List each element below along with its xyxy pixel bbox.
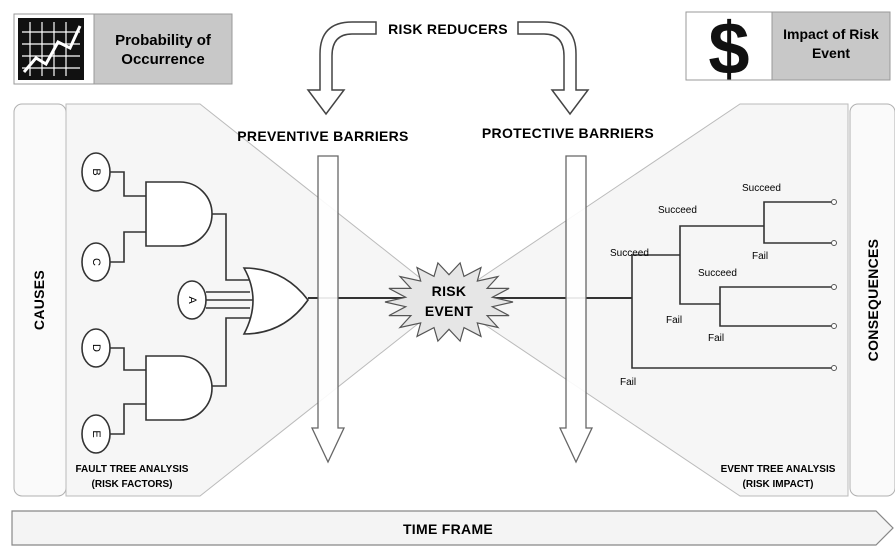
fault-input-label: E: [90, 430, 102, 437]
preventive-barriers-label: PREVENTIVE BARRIERS: [237, 128, 408, 144]
event-tree-caption-line1: EVENT TREE ANALYSIS: [721, 464, 836, 475]
fault-input-c: C: [81, 242, 111, 282]
fault-input-label: B: [90, 168, 102, 175]
risk-event-burst: RISK EVENT: [384, 261, 514, 343]
fault-input-a: A: [177, 280, 207, 320]
consequences-label: CONSEQUENCES: [865, 239, 881, 362]
fault-tree-inputs: B C A D E: [81, 152, 207, 454]
causes-panel: CAUSES: [13, 103, 67, 497]
or-gate: [242, 267, 309, 335]
fail-label: Fail: [620, 377, 636, 388]
event-tree-labels: Succeed Fail Succeed Fail Succeed Fail S…: [610, 183, 781, 388]
impact-label-line2: Event: [812, 45, 850, 61]
fault-tree-caption-line1: FAULT TREE ANALYSIS: [76, 464, 189, 475]
event-tree-caption-line2: (RISK IMPACT): [743, 479, 814, 490]
fault-input-b: B: [81, 152, 111, 192]
fault-input-d: D: [81, 328, 111, 368]
probability-header: Probability of Occurrence: [13, 13, 233, 85]
succeed-label: Succeed: [742, 183, 781, 194]
chart-grid-icon: [18, 18, 84, 80]
causes-label: CAUSES: [31, 270, 47, 330]
succeed-label: Succeed: [610, 248, 649, 259]
event-tree-endpoints: [831, 199, 837, 371]
impact-header: $ Impact of Risk Event: [685, 7, 891, 90]
fail-label: Fail: [752, 251, 768, 262]
preventive-barrier-arrow: [310, 155, 346, 464]
risk-reducers-arrows: [306, 21, 590, 116]
succeed-label: Succeed: [698, 268, 737, 279]
protective-barriers-label: PROTECTIVE BARRIERS: [482, 125, 654, 141]
fault-input-label: D: [90, 344, 102, 352]
impact-label-line1: Impact of Risk: [783, 26, 879, 42]
fault-tree-caption-line2: (RISK FACTORS): [92, 479, 173, 490]
dollar-icon: $: [708, 7, 749, 90]
risk-event-line1: RISK: [432, 283, 467, 299]
consequences-panel: CONSEQUENCES: [849, 103, 895, 497]
event-tree-panel: [447, 103, 849, 497]
protective-barrier-arrow: [558, 155, 594, 464]
and-gate-lower: [145, 355, 213, 421]
and-gate-upper: [145, 181, 213, 247]
succeed-label: Succeed: [658, 205, 697, 216]
fault-input-label: C: [90, 258, 102, 266]
risk-reducers-label: RISK REDUCERS: [388, 21, 508, 37]
fail-label: Fail: [708, 333, 724, 344]
probability-label-line1: Probability of: [115, 32, 212, 49]
time-frame-label: TIME FRAME: [403, 521, 493, 537]
probability-label-line2: Occurrence: [121, 51, 204, 68]
svg-text:$: $: [708, 7, 749, 90]
fault-input-label: A: [186, 296, 198, 304]
fault-input-e: E: [81, 414, 111, 454]
fail-label: Fail: [666, 315, 682, 326]
risk-event-line2: EVENT: [425, 303, 473, 319]
event-tree: [631, 201, 832, 369]
time-frame-arrow: TIME FRAME: [11, 510, 894, 546]
